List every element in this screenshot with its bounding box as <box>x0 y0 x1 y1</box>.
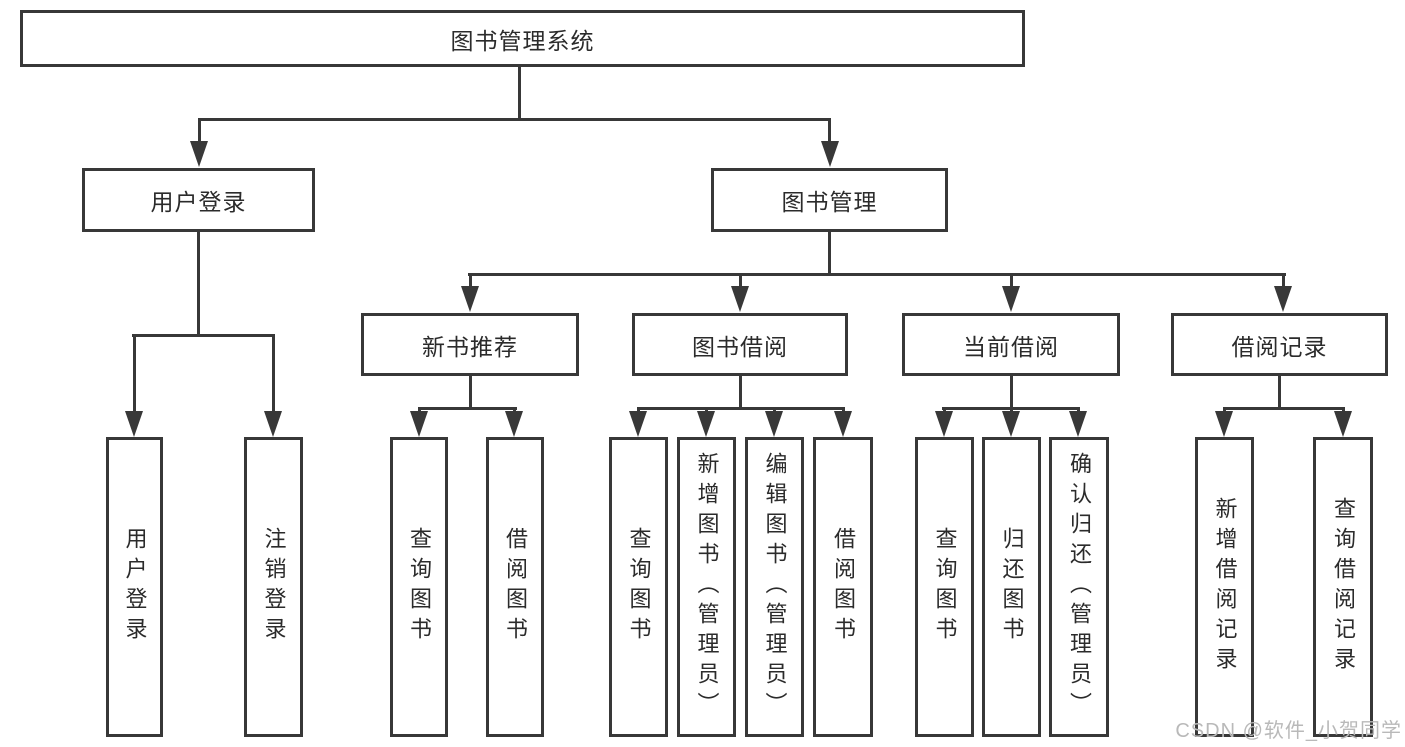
leaf-borrowing-query-books: 查询图书 <box>609 437 668 737</box>
connector-level2-rail <box>198 118 831 121</box>
connector-recommend-rail <box>418 407 517 410</box>
leaf-recommend-query-books-label: 查询图书 <box>407 527 432 647</box>
node-new-book-recommend-label: 新书推荐 <box>422 333 518 360</box>
connector-borrowing-stub <box>739 376 742 407</box>
connector-root-stub <box>518 67 521 118</box>
leaf-recommend-borrow-books-label: 借阅图书 <box>503 527 528 647</box>
leaf-logout-label: 注销登录 <box>261 527 287 647</box>
leaf-current-return-books: 归还图书 <box>982 437 1041 737</box>
leaf-current-confirm-return-admin: 确认归还（管理员） <box>1049 437 1109 737</box>
arrow-down-icon <box>1334 411 1352 437</box>
connector-level3-shaft-3 <box>1010 273 1013 288</box>
connector-recommend-stub <box>469 376 472 407</box>
arrow-down-icon <box>1002 286 1020 312</box>
node-current-borrowing: 当前借阅 <box>902 313 1120 376</box>
connector-current-stub <box>1010 376 1013 407</box>
leaf-recommend-borrow-books: 借阅图书 <box>486 437 544 737</box>
leaf-borrowing-add-books-admin: 新增图书（管理员） <box>677 437 736 737</box>
leaf-borrowing-borrow-books: 借阅图书 <box>813 437 873 737</box>
leaf-user-login-label: 用户登录 <box>122 527 148 647</box>
connector-book-management-stub <box>828 232 831 273</box>
arrow-down-icon <box>1002 411 1020 437</box>
connector-user-login-rail <box>132 334 274 337</box>
leaf-current-query-books-label: 查询图书 <box>932 527 958 647</box>
arrow-down-icon <box>1215 411 1233 437</box>
node-current-borrowing-label: 当前借阅 <box>963 333 1059 360</box>
leaf-current-confirm-return-admin-label: 确认归还（管理员） <box>1067 452 1092 722</box>
node-library-system: 图书管理系统 <box>20 10 1025 67</box>
node-library-system-label: 图书管理系统 <box>450 27 595 54</box>
leaf-records-query-borrow-record: 查询借阅记录 <box>1313 437 1373 737</box>
connector-level3-rail <box>468 273 1286 276</box>
node-book-management-label: 图书管理 <box>781 189 878 215</box>
arrow-down-icon <box>264 411 282 437</box>
node-new-book-recommend: 新书推荐 <box>361 313 579 376</box>
node-user-login: 用户登录 <box>82 168 315 232</box>
leaf-borrowing-edit-books-admin: 编辑图书（管理员） <box>745 437 804 737</box>
connector-level3-shaft-1 <box>469 273 472 288</box>
arrow-down-icon <box>821 141 839 167</box>
leaf-current-query-books: 查询图书 <box>915 437 974 737</box>
leaf-records-add-borrow-record: 新增借阅记录 <box>1195 437 1254 737</box>
connector-records-stub <box>1278 376 1281 407</box>
arrow-down-icon <box>935 411 953 437</box>
leaf-recommend-query-books: 查询图书 <box>390 437 448 737</box>
node-book-borrowing: 图书借阅 <box>632 313 848 376</box>
leaf-records-query-borrow-record-label: 查询借阅记录 <box>1331 497 1356 677</box>
leaf-records-add-borrow-record-label: 新增借阅记录 <box>1212 497 1238 677</box>
arrow-down-icon <box>1274 286 1292 312</box>
arrow-down-icon <box>410 411 428 437</box>
node-book-borrowing-label: 图书借阅 <box>692 333 788 360</box>
leaf-borrowing-add-books-admin-label: 新增图书（管理员） <box>694 452 720 722</box>
arrow-down-icon <box>765 411 783 437</box>
connector-borrowing-rail <box>637 407 845 410</box>
arrow-down-icon <box>461 286 479 312</box>
node-borrow-records: 借阅记录 <box>1171 313 1388 376</box>
arrow-down-icon <box>697 411 715 437</box>
node-borrow-records-label: 借阅记录 <box>1231 333 1328 360</box>
connector-records-rail <box>1223 407 1344 410</box>
connector-level2-left-shaft <box>198 118 201 145</box>
connector-user-login-stub <box>197 232 200 334</box>
arrow-down-icon <box>505 411 523 437</box>
arrow-down-icon <box>1069 411 1087 437</box>
connector-level2-right-shaft <box>828 118 831 145</box>
arrow-down-icon <box>125 411 143 437</box>
connector-user-login-shaft-2 <box>272 334 275 414</box>
csdn-watermark: CSDN @软件_小贺同学 <box>1175 720 1402 742</box>
node-book-management: 图书管理 <box>711 168 948 232</box>
leaf-borrowing-edit-books-admin-label: 编辑图书（管理员） <box>762 452 788 722</box>
leaf-borrowing-borrow-books-label: 借阅图书 <box>831 527 856 647</box>
leaf-user-login: 用户登录 <box>106 437 163 737</box>
connector-level3-shaft-4 <box>1282 273 1285 288</box>
arrow-down-icon <box>834 411 852 437</box>
arrow-down-icon <box>190 141 208 167</box>
connector-level3-shaft-2 <box>739 273 742 288</box>
leaf-current-return-books-label: 归还图书 <box>999 527 1025 647</box>
leaf-logout: 注销登录 <box>244 437 303 737</box>
arrow-down-icon <box>731 286 749 312</box>
leaf-borrowing-query-books-label: 查询图书 <box>626 527 652 647</box>
node-user-login-label: 用户登录 <box>150 189 247 215</box>
arrow-down-icon <box>629 411 647 437</box>
connector-user-login-shaft-1 <box>133 334 136 414</box>
